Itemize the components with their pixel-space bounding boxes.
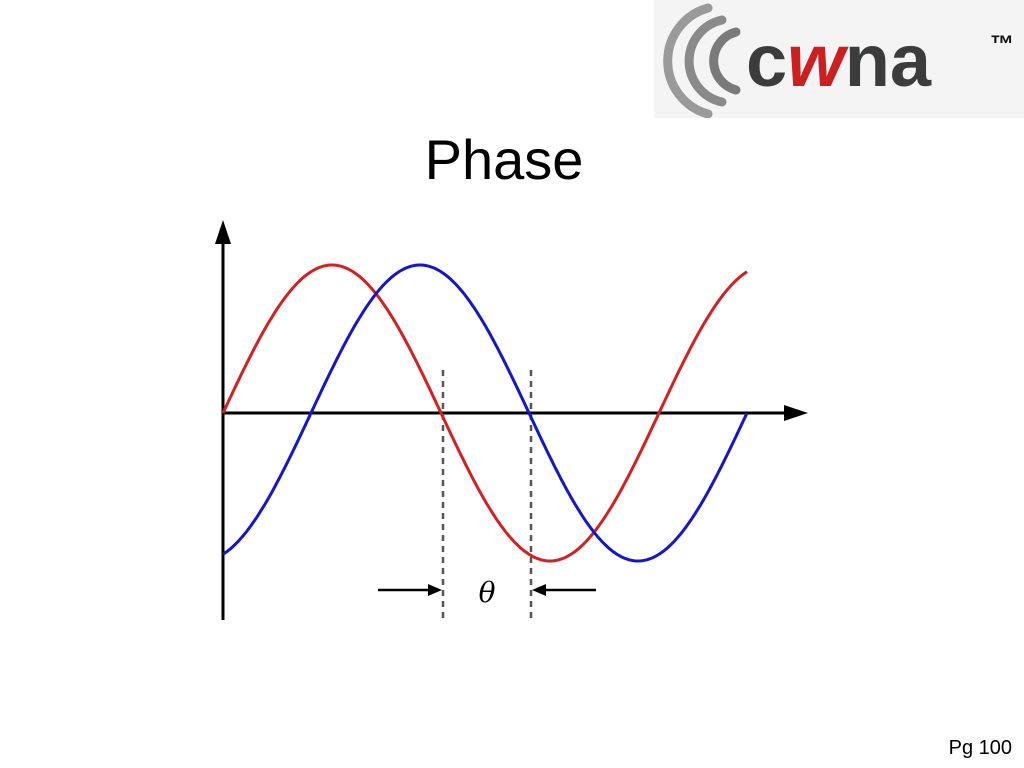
slide-title: Phase <box>424 128 584 191</box>
x-axis-arrowhead <box>784 405 808 421</box>
logo-wave-arc-2 <box>684 15 727 107</box>
phase-arrow-right-head <box>532 584 546 596</box>
leading-wave <box>221 263 748 563</box>
logo-text-c: c <box>746 19 787 102</box>
logo-wave-arc-1 <box>663 3 713 118</box>
cwna-logo: cwna ™ <box>654 0 1024 118</box>
lagging-wave <box>222 263 749 563</box>
phase-arrow-left-head <box>428 584 442 596</box>
logo-text-na: na <box>845 19 932 102</box>
phase-label: θ <box>479 576 496 609</box>
page-number: Pg 100 <box>948 737 1012 759</box>
y-axis-arrowhead <box>215 220 231 244</box>
logo-wave-arc-3 <box>709 27 741 95</box>
phase-diagram-svg: θ <box>215 220 808 622</box>
logo-trademark: ™ <box>990 31 1014 58</box>
cwna-logo-graphic: cwna ™ <box>663 3 1014 118</box>
logo-text: cwna <box>746 19 932 102</box>
phase-diagram: θ <box>190 210 830 640</box>
logo-text-w: w <box>787 19 849 102</box>
